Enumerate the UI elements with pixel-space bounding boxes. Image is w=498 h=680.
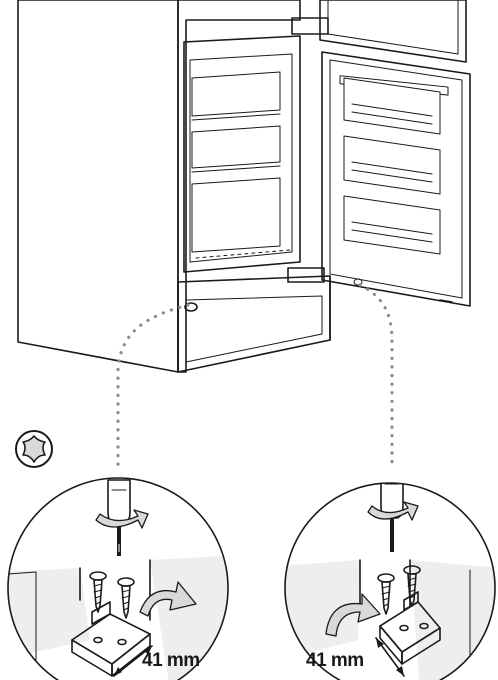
screw-1-icon (89, 571, 107, 613)
screw-point-left (184, 302, 198, 312)
freezer-door (287, 51, 471, 307)
rotate-bracket-arrow-icon (139, 581, 197, 617)
screw-2-icon (117, 577, 135, 619)
dimension-label-left: 41 mm (142, 650, 200, 671)
rotate-arrow-icon (367, 501, 419, 521)
dimension-label-right: 41 mm (306, 650, 364, 671)
screw-point-right (353, 278, 363, 286)
detail-circle-left: 41 mm (7, 477, 229, 680)
rotate-arrow-icon (95, 509, 149, 529)
torx-bit-icon (15, 430, 53, 468)
lower-hinge (287, 267, 325, 283)
upper-door (291, 0, 467, 96)
cabinet-housing (17, 0, 331, 373)
leader-line-right (358, 283, 394, 464)
detail-circle-right: 41 mm (284, 482, 496, 680)
hinge-bracket-right (379, 591, 441, 665)
appliance-interior (183, 35, 301, 273)
dimension-arrow-right (375, 637, 405, 677)
screw-1-icon (377, 573, 395, 615)
dimension-arrow-left (113, 645, 153, 677)
rotate-bracket-arrow-icon (325, 593, 381, 637)
hinge-bracket-left (71, 601, 151, 677)
screw-2-icon (403, 565, 421, 607)
